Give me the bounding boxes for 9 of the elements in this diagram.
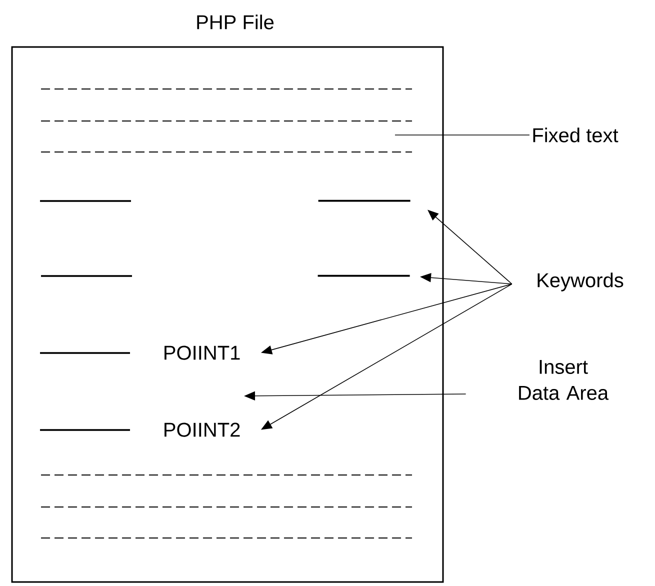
- solid-line: [318, 200, 410, 202]
- keyword-text: POIINT2: [164, 422, 240, 437]
- solid-line: [318, 274, 410, 277]
- annotation-label: Insert Data Area: [519, 360, 609, 400]
- annotation-label: Fixed text: [533, 128, 618, 142]
- annotation-label: Keywords: [538, 272, 624, 292]
- leader-line: [394, 134, 530, 136]
- node-label: PHP File: [197, 14, 274, 30]
- keyword-text: POIINT1: [164, 346, 240, 360]
